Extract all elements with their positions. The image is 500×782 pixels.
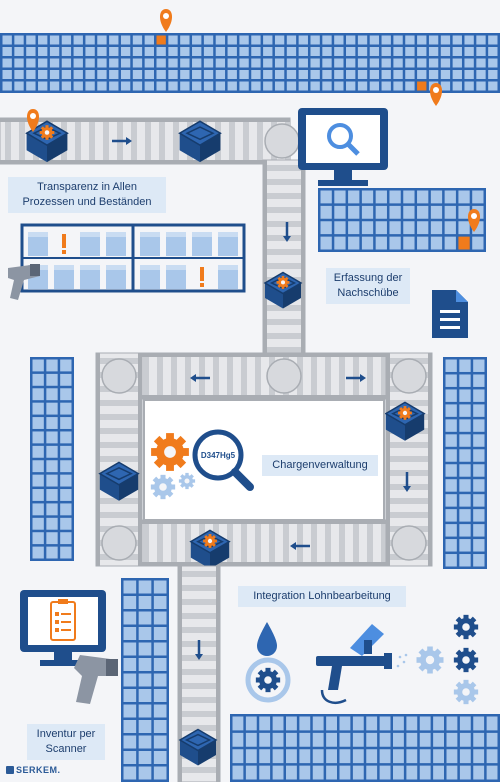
crate-gear-icon [276,275,290,289]
arrow-icon [190,374,210,382]
warning-icon [62,234,66,254]
crate-icon [384,401,426,441]
location-pin-icon [159,9,173,32]
drop-icon [257,622,277,656]
crate-icon [263,271,303,309]
arrow-icon [403,472,411,492]
gear-icon [453,647,479,673]
roller-corner [391,358,427,394]
monitor-search-icon [298,108,388,186]
roller-corner [101,358,137,394]
loop-top-conveyor [95,352,433,400]
gear-icon [151,433,189,471]
arrow-icon [112,137,132,145]
label-transparenz: Transparenz in Allen Prozessen und Bestä… [8,177,166,213]
crate-icon [25,120,69,163]
location-pin-icon [429,83,443,106]
crate-gear-icon [398,406,412,420]
roller-corner [391,525,427,561]
spray-gun-icon [316,624,408,704]
gear-icon [453,614,479,640]
brand-logo: SERKEM. [6,765,61,775]
vertical-conveyor [262,159,306,357]
roller-corner [101,525,137,561]
label-inventur: Inventur per Scanner [27,724,105,760]
stock-shelf [20,223,246,293]
magnifier-icon: D347Hg5 [192,429,254,491]
gear-icon [416,646,444,674]
crate-icon [178,728,218,766]
brand-name: SERKEM. [16,765,61,775]
arrow-icon [290,542,310,550]
location-pin-icon [26,109,40,132]
gear-icon [178,472,196,490]
left-side-rack [30,357,74,561]
crate-gear-icon [203,534,217,548]
arrow-icon [346,374,366,382]
arrow-icon [195,640,203,660]
gear-icon [255,667,281,693]
bottom-left-rack [121,578,169,782]
warning-icon [200,267,204,287]
clipboard-monitor [20,590,106,666]
loop-bottom-conveyor [95,519,433,567]
gear-icon [150,474,176,500]
gear-ring [245,657,291,703]
barcode-scanner-icon [74,655,118,704]
top-rack [0,33,500,93]
batch-code: D347Hg5 [201,451,236,460]
crate-icon [178,120,222,163]
roller-mid [266,358,302,394]
crate-icon [189,529,231,569]
arrow-icon [283,222,291,242]
brand-mark-icon [6,766,14,774]
label-erfassung: Erfassung der Nachschübe [326,268,410,304]
barcode-scanner-icon [8,264,40,300]
roller-top [264,123,300,159]
crate-gear-icon [39,125,55,140]
location-pin-icon [467,209,481,232]
crate-icon [98,461,140,501]
document-icon [432,290,468,338]
gear-icon [453,679,479,705]
clipboard-checklist-icon [50,599,76,641]
label-chargen: Chargenverwaltung [262,455,378,476]
right-upper-rack [318,188,486,252]
label-integration: Integration Lohnbearbeitung [238,586,406,607]
bottom-right-rack [230,714,500,782]
right-side-rack [443,357,487,569]
